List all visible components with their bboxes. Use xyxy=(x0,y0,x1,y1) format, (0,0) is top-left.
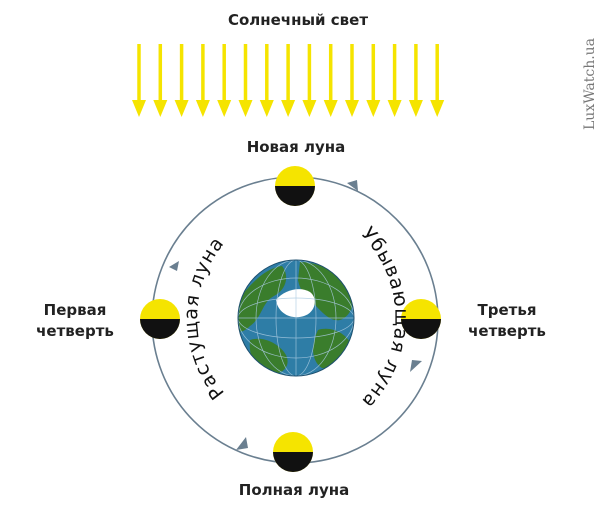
arc-label-waxing: Растущая луна xyxy=(180,232,229,403)
orbit-arrow-icon xyxy=(169,261,179,271)
label-new-moon: Новая луна xyxy=(247,138,346,156)
sun-ray-arrow-icon xyxy=(174,44,189,117)
label-third-quarter-line1: Третья xyxy=(478,301,537,319)
sun-ray-arrow-icon xyxy=(302,44,317,117)
orbit-arrow-icon xyxy=(410,360,422,372)
sun-ray-arrow-icon xyxy=(323,44,338,117)
sunlight-arrows xyxy=(132,44,445,117)
moon-first-quarter xyxy=(140,299,180,339)
moon-third-quarter xyxy=(401,299,441,339)
sun-ray-arrow-icon xyxy=(366,44,381,117)
sun-ray-arrow-icon xyxy=(153,44,168,117)
label-first-quarter-line1: Первая xyxy=(44,301,107,319)
earth-globe-icon xyxy=(237,259,355,377)
watermark-text: LuxWatch.ua xyxy=(582,38,598,130)
sun-ray-arrow-icon xyxy=(132,44,146,117)
sun-ray-arrow-icon xyxy=(259,44,274,117)
label-first-quarter-line2: четверть xyxy=(36,322,114,340)
label-full-moon: Полная луна xyxy=(239,481,349,499)
sun-ray-arrow-icon xyxy=(217,44,232,117)
label-third-quarter-line2: четверть xyxy=(468,322,546,340)
moon-full xyxy=(273,432,313,472)
sun-ray-arrow-icon xyxy=(408,44,423,117)
arc-label-waning: Убывающая луна xyxy=(357,223,412,413)
orbit-arrow-icon xyxy=(236,437,248,450)
sun-ray-arrow-icon xyxy=(430,44,445,117)
sun-ray-arrow-icon xyxy=(387,44,402,117)
sun-ray-arrow-icon xyxy=(238,44,253,117)
sun-ray-arrow-icon xyxy=(195,44,210,117)
orbit-arrow-icon xyxy=(347,180,358,191)
moon-new xyxy=(275,166,315,206)
sun-ray-arrow-icon xyxy=(345,44,359,117)
sunlight-title: Солнечный свет xyxy=(228,11,368,29)
sun-ray-arrow-icon xyxy=(281,44,296,117)
